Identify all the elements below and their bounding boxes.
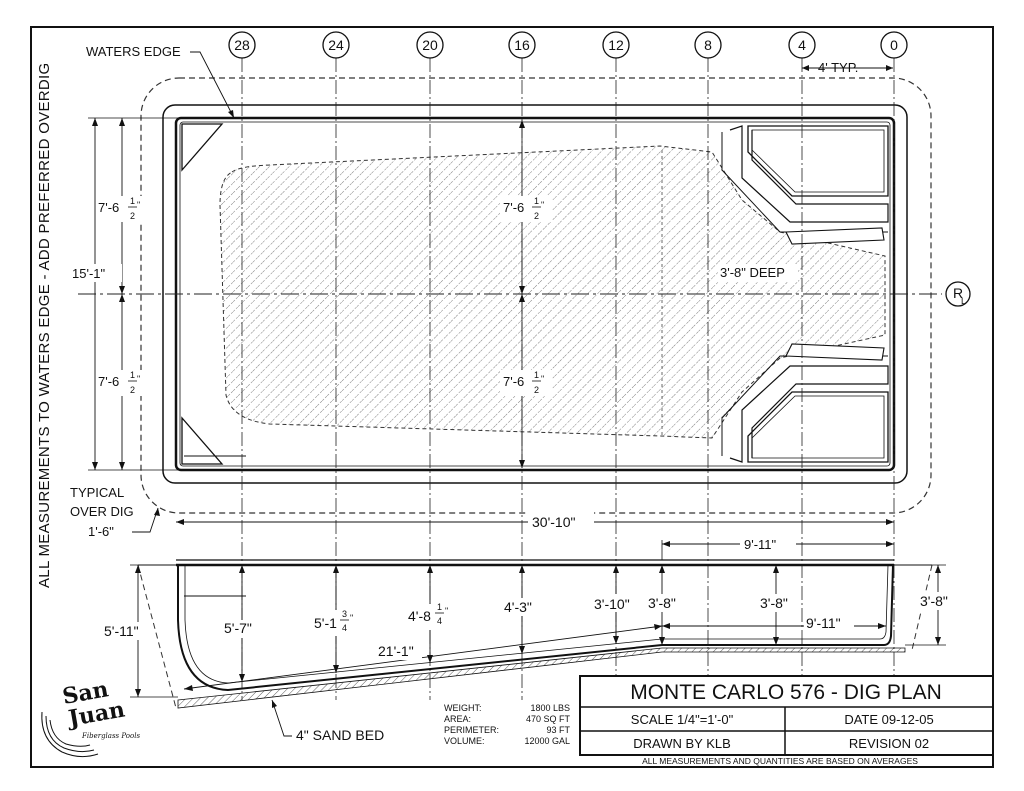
typical-label: TYPICAL — [70, 485, 124, 500]
grid-number-24: 24 — [328, 37, 344, 53]
spec-perimeter: 93 FT — [546, 725, 570, 735]
dim-shallow-length-top: 9'-11" — [744, 537, 777, 552]
dim-left-upper: 7'-6 — [98, 200, 119, 215]
svg-text:": " — [350, 613, 353, 623]
svg-text:1: 1 — [534, 370, 539, 380]
deep-floor-area — [219, 145, 886, 439]
svg-text:AREA:: AREA: — [444, 714, 471, 724]
svg-text:4: 4 — [437, 616, 442, 626]
grid-number-0: 0 — [890, 37, 898, 53]
dim-depth-24: 5'-1 — [314, 615, 337, 631]
svg-text:VOLUME:: VOLUME: — [444, 736, 485, 746]
grid-spacing-label: 4' TYP. — [818, 60, 858, 75]
grid-number-16: 16 — [514, 37, 530, 53]
dim-depth-break: 3'-8" — [648, 595, 676, 611]
grid-number-12: 12 — [608, 37, 624, 53]
dim-overall-length: 30'-10" — [532, 514, 575, 530]
dim-depth-8: 3'-8" — [760, 595, 788, 611]
dim-center-lower: 7'-6 — [503, 374, 524, 389]
bench-bottom — [747, 391, 889, 463]
centerline-mark-text: R — [953, 285, 963, 301]
drawn-by: DRAWN BY KLB — [633, 736, 731, 751]
corner-step-bottom-left — [181, 416, 224, 465]
centerline-marker — [945, 281, 971, 307]
grid-bubble-4 — [788, 31, 816, 59]
deep-label: 3'-8" DEEP — [720, 265, 785, 280]
svg-text:": " — [137, 374, 140, 384]
grid-bubble-16 — [508, 31, 536, 59]
svg-text:3: 3 — [342, 609, 347, 619]
svg-text:1: 1 — [130, 370, 135, 380]
spec-area: 470 SQ FT — [526, 714, 571, 724]
svg-text:1: 1 — [534, 196, 539, 206]
overall-length-dimension: 30'-10" 9'-11" — [176, 512, 894, 560]
grid-bubble-20 — [416, 31, 444, 59]
grid-number-28: 28 — [234, 37, 250, 53]
sand-bed-label: 4" SAND BED — [296, 727, 384, 743]
dim-shallow-length-bottom: 9'-11" — [806, 615, 841, 631]
title-block: MONTE CARLO 576 - DIG PLAN SCALE 1/4"=1'… — [579, 675, 994, 766]
over-dig-label: OVER DIG — [70, 504, 134, 519]
san-juan-logo: San Juan Fiberglass Pools — [41, 676, 140, 758]
svg-text:2: 2 — [130, 211, 135, 221]
svg-text:": " — [445, 606, 448, 616]
overdig-dim-label: 1'-6" — [88, 524, 114, 539]
spec-weight: 1800 LBS — [530, 703, 570, 713]
dim-depth-right: 3'-8" — [920, 593, 948, 609]
dim-depth-16: 4'-3" — [504, 599, 532, 615]
svg-text:2: 2 — [130, 385, 135, 395]
specs-block: WEIGHT: 1800 LBS AREA: 470 SQ FT PERIMET… — [444, 703, 571, 746]
overdig-outline — [140, 77, 932, 514]
logo-tagline: Fiberglass Pools — [81, 732, 140, 740]
drawing-border — [30, 26, 994, 768]
grid-bubble-8 — [694, 31, 722, 59]
svg-text:4: 4 — [342, 623, 347, 633]
grid-bubble-28 — [228, 31, 256, 59]
dim-slope-length: 21'-1" — [378, 643, 414, 659]
bench-top — [747, 125, 889, 197]
dim-center-upper: 7'-6 — [503, 200, 524, 215]
dim-overall-depth: 5'-11" — [104, 623, 139, 639]
waters-edge-label: WATERS EDGE — [86, 44, 181, 59]
grid-number-4: 4 — [798, 37, 806, 53]
revision: REVISION 02 — [849, 736, 929, 751]
svg-text:1: 1 — [130, 196, 135, 206]
plan-center-dimensions: 7'-6 1 2 " 7'-6 1 2 " 3'-8" DEEP — [500, 120, 798, 468]
side-note: ALL MEASUREMENTS TO WATERS EDGE - ADD PR… — [36, 63, 53, 588]
dim-depth-20: 4'-8 — [408, 608, 431, 624]
dim-depth-28: 5'-7" — [224, 620, 252, 636]
section-view: 4" SAND BED — [137, 559, 933, 743]
spec-volume: 12000 GAL — [524, 736, 570, 746]
grid-bubble-24 — [322, 31, 350, 59]
svg-text:": " — [137, 200, 140, 210]
plan-view: R L — [78, 77, 971, 514]
dim-left-lower: 7'-6 — [98, 374, 119, 389]
centerline-sub-text: L — [961, 296, 966, 306]
drawing-date: DATE 09-12-05 — [844, 712, 933, 727]
plan-left-dimensions: 15'-1" 7'-6 1 2 " 7'-6 1 2 " — [64, 117, 178, 471]
svg-text:": " — [541, 200, 544, 210]
svg-text:PERIMETER:: PERIMETER: — [444, 725, 499, 735]
svg-text:1: 1 — [437, 602, 442, 612]
corner-step-top-left — [181, 123, 224, 172]
sand-bed — [177, 647, 906, 709]
drawing-scale: SCALE 1/4"=1'-0" — [631, 712, 734, 727]
drawing-title: MONTE CARLO 576 - DIG PLAN — [630, 681, 942, 704]
footnote: ALL MEASUREMENTS AND QUANTITIES ARE BASE… — [642, 756, 918, 766]
svg-text:WEIGHT:: WEIGHT: — [444, 703, 482, 713]
grid-bubble-0 — [880, 31, 908, 59]
dim-depth-12: 3'-10" — [594, 596, 630, 612]
grid-bubble-12 — [602, 31, 630, 59]
svg-text:": " — [541, 374, 544, 384]
svg-text:2: 2 — [534, 211, 539, 221]
dim-overall-width: 15'-1" — [72, 266, 106, 281]
grid-number-8: 8 — [704, 37, 712, 53]
svg-text:2: 2 — [534, 385, 539, 395]
grid-number-20: 20 — [422, 37, 438, 53]
